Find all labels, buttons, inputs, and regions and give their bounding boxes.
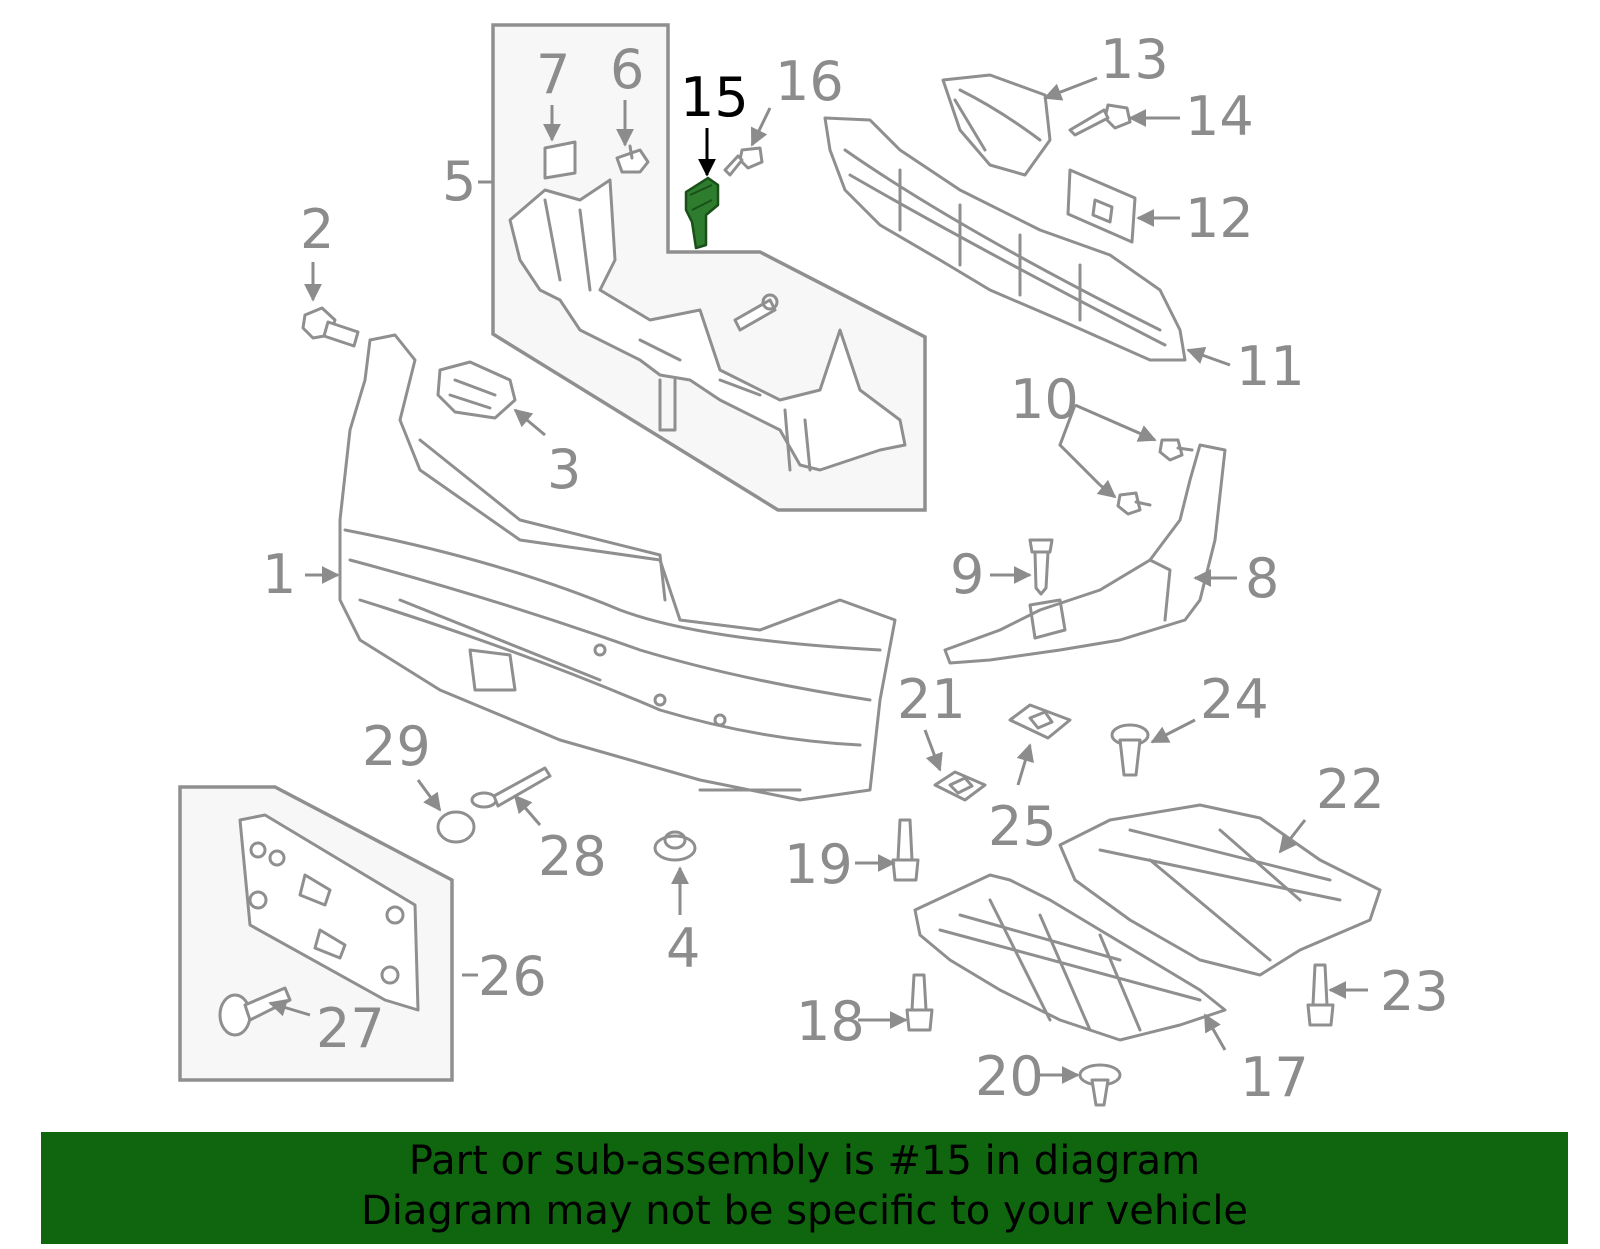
callout-27: 27 (316, 997, 385, 1060)
callout-9: 9 (950, 543, 984, 606)
bolt-part-18 (905, 973, 934, 1032)
callout-7: 7 (536, 43, 570, 106)
under-cover-part-17 (913, 873, 1227, 1042)
pins-part-10 (1116, 438, 1194, 516)
callout-6: 6 (610, 38, 644, 101)
under-cover-part-22 (1058, 803, 1382, 977)
callout-13: 13 (1100, 28, 1169, 91)
nut-part-21 (933, 770, 987, 802)
callout-26: 26 (478, 945, 547, 1008)
callout-1: 1 (262, 543, 296, 606)
callout-19: 19 (784, 833, 853, 896)
callout-24: 24 (1200, 668, 1269, 731)
bolt-part-16 (723, 146, 764, 177)
bolt-part-2 (301, 306, 360, 348)
banner-line-2: Diagram may not be specific to your vehi… (360, 1188, 1249, 1234)
bracket-part-15 (684, 176, 720, 250)
callout-14: 14 (1185, 85, 1254, 148)
nut-part-25 (1008, 703, 1072, 740)
callout-18: 18 (796, 990, 865, 1053)
side-bracket-part-8 (943, 443, 1227, 665)
plate-part-12 (1066, 168, 1137, 244)
callout-2: 2 (300, 198, 334, 261)
bolt-part-14 (1068, 103, 1132, 137)
nozzle-part-28 (470, 766, 552, 809)
bolt-part-9 (1028, 538, 1054, 596)
bolt-part-23 (1306, 963, 1335, 1027)
clip-part-3 (436, 360, 517, 420)
cap-part-29 (436, 810, 476, 844)
grommet-part-4 (653, 830, 697, 862)
callout-29: 29 (362, 715, 431, 778)
housing-part-13 (941, 73, 1052, 177)
reinforcement-beam-part-5 (508, 178, 907, 472)
banner-line-1: Part or sub-assembly is #15 in diagram (408, 1138, 1201, 1184)
callout-10: 10 (1010, 368, 1079, 431)
push-pin-part-20 (1078, 1063, 1122, 1107)
callout-5: 5 (442, 150, 476, 213)
bumper-cover-part-1 (338, 333, 897, 802)
callout-4: 4 (666, 917, 700, 980)
bolt-part-19 (891, 818, 920, 882)
license-bracket-part-26 (238, 813, 420, 1012)
callout-15-highlighted: 15 (680, 66, 749, 129)
callout-12: 12 (1185, 187, 1254, 250)
callout-8: 8 (1245, 547, 1279, 610)
grille-part-11 (823, 116, 1187, 362)
callout-22: 22 (1316, 758, 1385, 821)
info-banner: Part or sub-assembly is #15 in diagram D… (41, 1132, 1568, 1244)
screw-part-27 (218, 986, 292, 1037)
callout-16: 16 (775, 50, 844, 113)
callout-21: 21 (897, 668, 966, 731)
push-clip-part-6 (615, 144, 650, 174)
callout-3: 3 (547, 438, 581, 501)
push-pin-part-24 (1110, 723, 1150, 777)
callout-20: 20 (975, 1045, 1044, 1108)
callout-23: 23 (1380, 960, 1449, 1023)
callout-11: 11 (1236, 335, 1305, 398)
callout-17: 17 (1240, 1046, 1309, 1109)
callout-numbers: 1 2 3 4 5 6 7 8 9 10 11 12 13 14 15 16 1… (262, 28, 1449, 1109)
callout-25: 25 (988, 795, 1057, 858)
pad-part-7 (543, 140, 577, 180)
callout-28: 28 (538, 825, 607, 888)
leader-lines (268, 76, 1368, 1084)
group-box-5 (491, 23, 927, 512)
